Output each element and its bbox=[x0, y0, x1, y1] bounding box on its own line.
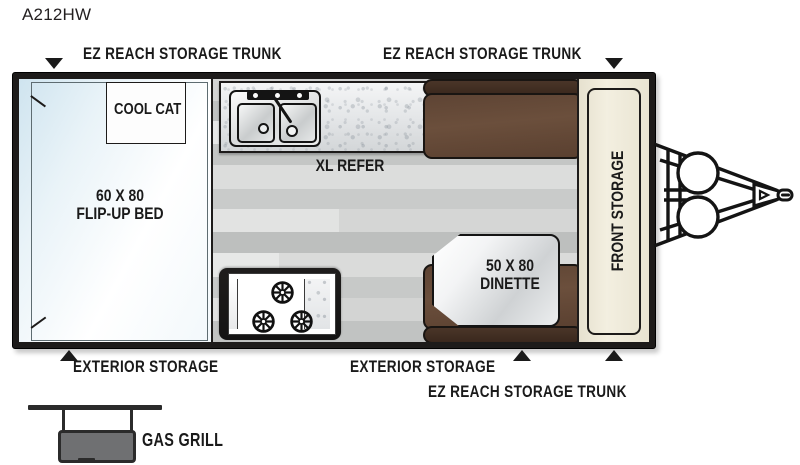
three-burner-cooktop bbox=[219, 268, 341, 340]
stove-burner-icon-front-right bbox=[289, 309, 314, 334]
stove-burner-icon-front-left bbox=[251, 309, 276, 334]
sofa-seat-top bbox=[423, 93, 583, 159]
galley-countertop bbox=[219, 81, 429, 153]
callout-exterior-storage-left: EXTERIOR STORAGE bbox=[73, 357, 219, 376]
triangle-up-icon-ez-reach-bottom bbox=[605, 350, 623, 361]
triangle-up-icon-exterior-storage-right bbox=[513, 350, 531, 361]
callout-ez-reach-storage-trunk-bottom: EZ REACH STORAGE TRUNK bbox=[428, 382, 627, 401]
sink-drain bbox=[258, 123, 269, 134]
grill-leg-left bbox=[62, 410, 65, 432]
faucet-deck bbox=[247, 91, 309, 100]
dinette-sofa-top bbox=[423, 79, 583, 159]
double-sink-icon bbox=[229, 90, 321, 147]
front-storage-inner-outline bbox=[587, 88, 641, 335]
gas-grill-label: GAS GRILL bbox=[142, 430, 224, 450]
gas-grill-assembly bbox=[28, 405, 228, 463]
triangle-down-icon-top-left bbox=[45, 58, 63, 69]
cool-cat-label: COOL CAT bbox=[114, 101, 182, 118]
sofa-backrest-bottom bbox=[423, 326, 583, 342]
faucet-head bbox=[286, 125, 298, 137]
trailer-body-outline: COOL CAT 60 X 80 FLIP-UP BED bbox=[12, 72, 656, 349]
stove-burner-icon-rear bbox=[270, 280, 295, 305]
callout-exterior-storage-right: EXTERIOR STORAGE bbox=[350, 357, 496, 376]
grill-mounting-rail bbox=[28, 405, 162, 410]
sink-basin-left bbox=[237, 103, 275, 143]
callout-ez-reach-storage-trunk-top-right: EZ REACH STORAGE TRUNK bbox=[383, 44, 582, 63]
cool-cat-unit bbox=[106, 82, 186, 144]
faucet-knob-right bbox=[297, 92, 303, 98]
triangle-down-icon-top-right bbox=[605, 58, 623, 69]
cooktop-side-strip bbox=[229, 279, 238, 329]
faucet-knob-center bbox=[275, 92, 281, 98]
dinette-name-label: DINETTE bbox=[480, 274, 540, 293]
grill-leg-right bbox=[130, 410, 133, 432]
trailer-interior: COOL CAT 60 X 80 FLIP-UP BED bbox=[19, 79, 649, 342]
dinette-table bbox=[432, 234, 560, 327]
a-frame-hitch bbox=[650, 140, 796, 250]
callout-ez-reach-storage-trunk-top-left: EZ REACH STORAGE TRUNK bbox=[83, 44, 282, 63]
model-number: A212HW bbox=[22, 5, 92, 24]
bed-size-label: 60 X 80 bbox=[95, 186, 145, 205]
dinette-size-label: 50 X 80 bbox=[485, 256, 535, 275]
grill-handle bbox=[78, 458, 95, 463]
flip-up-bed: COOL CAT 60 X 80 FLIP-UP BED bbox=[19, 79, 213, 342]
triangle-up-icon-bottom-left bbox=[60, 350, 78, 361]
cooktop-face bbox=[228, 273, 336, 335]
faucet-knob-left bbox=[253, 92, 259, 98]
sink-basin-right bbox=[279, 103, 317, 143]
front-storage-compartment: FRONT STORAGE bbox=[577, 79, 649, 342]
bed-name-label: FLIP-UP BED bbox=[76, 204, 164, 223]
grill-body bbox=[58, 430, 136, 463]
front-storage-label: FRONT STORAGE bbox=[608, 150, 628, 272]
xl-refer-label: XL REFER bbox=[315, 156, 385, 175]
